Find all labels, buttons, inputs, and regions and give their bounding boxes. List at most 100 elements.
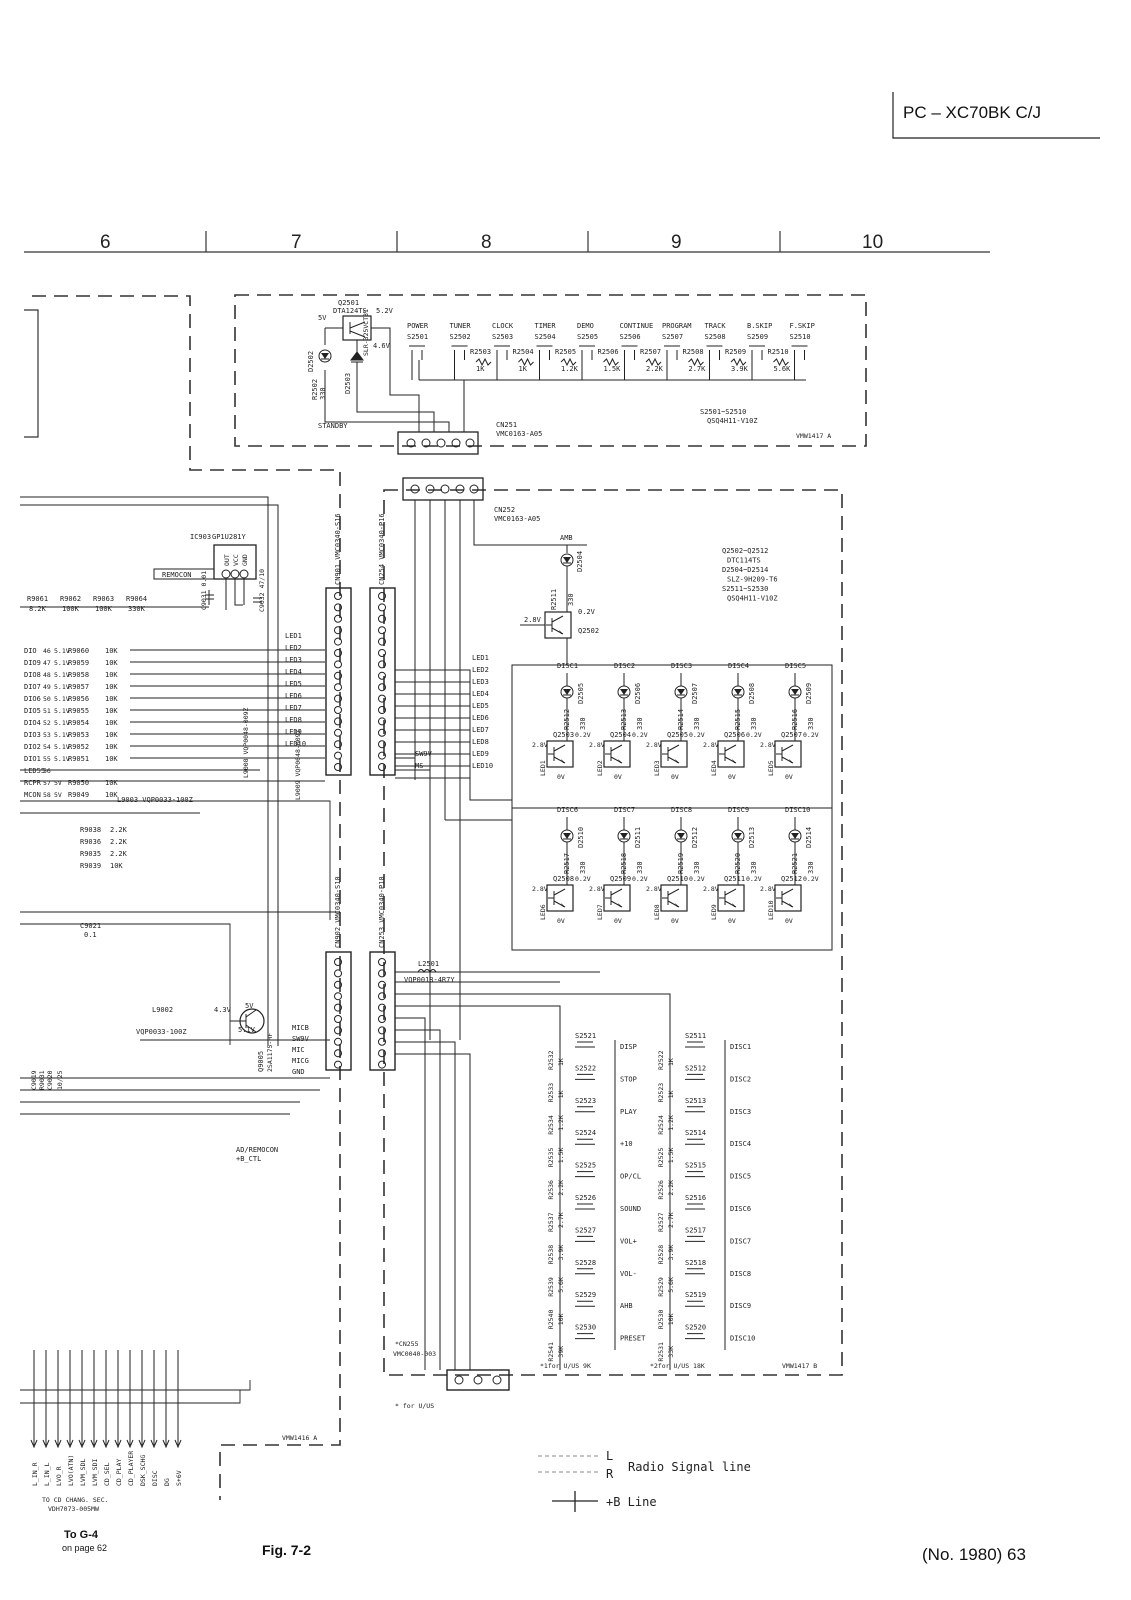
cn901-pin-8 — [334, 683, 342, 692]
left-row-v-1: 5.1V — [54, 659, 70, 667]
swr-s-5: S2516 — [685, 1194, 706, 1202]
left-row-pin-1: DIO9 — [24, 659, 41, 667]
swr-sym-5 — [685, 1203, 705, 1210]
row2-ve-4: 0V — [785, 917, 793, 925]
swl-rv-7: 5.6K — [557, 1277, 565, 1293]
swl-rv-1: 1K — [557, 1090, 565, 1098]
top-board-circuit — [324, 315, 806, 432]
d2504-ref: D2504 — [576, 551, 584, 572]
l9002-part: VQP0033-100Z — [136, 1028, 187, 1036]
row2-vb-4: 2.8V — [760, 885, 776, 893]
row2-vc-0: 0.2V — [575, 875, 591, 883]
swl-rv-9: 39K — [557, 1346, 565, 1358]
ll-res-val-2: 2.2K — [110, 850, 128, 858]
left-row-ref-4: R9056 — [68, 695, 89, 703]
swr-s-9: S2520 — [685, 1324, 706, 1332]
top-board-code: VMW1417 A — [796, 432, 831, 440]
row2-q-3 — [717, 884, 745, 912]
row1-led-2 — [674, 685, 688, 699]
l9008-label: L9008 VQP0048-009Z — [242, 707, 250, 778]
left-top-res-val-2: 100K — [95, 605, 113, 613]
cn252-block — [402, 477, 587, 1040]
left-row-v-11: 5V — [54, 779, 62, 787]
q2502-block — [520, 545, 572, 665]
swl-r-5: R2537 — [547, 1212, 555, 1232]
q2501-part: DTA124TS — [333, 307, 367, 315]
bottom-signal-7: CD_PLAY — [115, 1459, 123, 1486]
swl-r-6: R2538 — [547, 1245, 555, 1265]
row2-vb-2: 2.8V — [646, 885, 662, 893]
bottom-signal-5: LVM_SDI — [91, 1459, 99, 1486]
row2-disc-4: DISC10 — [785, 806, 810, 814]
swr-sym-0 — [685, 1041, 705, 1048]
row2-led-2 — [674, 829, 688, 843]
row2-rv-4: 330 — [807, 861, 815, 874]
top-res-sym-3 — [603, 357, 619, 367]
top-switch-sym-2 — [494, 345, 510, 380]
left-board-outline — [32, 295, 341, 1500]
cn901-led-6: LED7 — [285, 704, 302, 712]
swr-f-6: DISC7 — [730, 1237, 751, 1245]
top-switch-ref-5: S2506 — [620, 333, 641, 341]
swr-sym-1 — [685, 1073, 705, 1080]
cn254-label: CN254 VMC0340-P16 — [378, 513, 386, 585]
grid-col-6: 6 — [100, 232, 111, 253]
cn251-part: VMC0163-A05 — [496, 430, 542, 438]
bottom-arrow-3 — [66, 1350, 74, 1449]
bottom-signal-4: LVM_SDL — [79, 1459, 87, 1486]
for-us-label: * for U/US — [395, 1402, 434, 1410]
swr-rv-3: 1.5K — [667, 1147, 675, 1163]
bottom-arrow-0 — [30, 1350, 38, 1449]
bottom-signal-arrows — [30, 1350, 182, 1449]
row1-q-1 — [603, 740, 631, 768]
q9005-block — [140, 1008, 330, 1041]
top-res-val-1: 1K — [519, 365, 528, 373]
row1-d-3: D2508 — [748, 683, 756, 704]
cn902-pins — [334, 958, 386, 1069]
row1-ve-4: 0V — [785, 773, 793, 781]
row1-r-2: R2514 — [677, 709, 685, 730]
top-switch-ref-3: S2504 — [535, 333, 556, 341]
top-switch-sym-3 — [536, 345, 553, 380]
swr-s-0: S2511 — [685, 1032, 706, 1040]
top-switch-name-9: F.SKIP — [790, 322, 815, 330]
on-page-label: on page 62 — [62, 1543, 108, 1553]
cn901-pin-5 — [334, 649, 342, 657]
row2-disc-3: DISC9 — [728, 806, 749, 814]
ll-res-ref-0: R9038 — [80, 826, 101, 834]
row1-q-0 — [546, 740, 574, 768]
cn254-led-5: LED6 — [472, 714, 489, 722]
row2-q-2 — [660, 884, 688, 912]
cn254-pin-4 — [378, 637, 386, 646]
swr-sym-9 — [685, 1333, 705, 1340]
row1-vc-3: 0.2V — [746, 731, 762, 739]
left-row-ref-7: R9053 — [68, 731, 89, 739]
row1-disc-3: DISC4 — [728, 662, 749, 670]
top-switch-sym-4 — [579, 345, 595, 380]
q2502-v2: 0.2V — [578, 608, 596, 616]
row1-d-4: D2509 — [805, 683, 813, 704]
swl-rv-4: 2.2K — [557, 1180, 565, 1196]
left-row-pin-9: DIO1 — [24, 755, 41, 763]
top-switch-name-0: POWER — [407, 322, 429, 330]
b-ctl-label: +B_CTL — [236, 1155, 261, 1163]
left-row-num-2: 48 — [43, 671, 51, 679]
cn254-pin-5 — [378, 649, 386, 657]
sw9v-label: SW9V — [415, 750, 433, 758]
left-row-pin-3: DIO7 — [24, 683, 41, 691]
main-note-5: QSQ4H11-V10Z — [727, 595, 778, 603]
cn901-pin-4 — [334, 637, 342, 646]
left-row-pin-10: LED55 — [24, 767, 45, 775]
cn254-pin-1 — [378, 603, 386, 612]
q2501-ref: Q2501 — [338, 299, 359, 307]
row1-disc-4: DISC5 — [785, 662, 806, 670]
cn902-pin-4 — [334, 1003, 342, 1012]
cn253-pin-9 — [378, 1060, 386, 1069]
switch-bus — [395, 981, 726, 1370]
cn901-pin-14 — [334, 751, 342, 760]
main-note-3: SLZ-9H209-T6 — [727, 576, 778, 584]
row1-disc-2: DISC3 — [671, 662, 692, 670]
row2-ledlbl-4: LED10 — [767, 900, 775, 920]
top-switch-name-1: TUNER — [450, 322, 472, 330]
row2-qref-4: Q2512 — [781, 875, 802, 883]
